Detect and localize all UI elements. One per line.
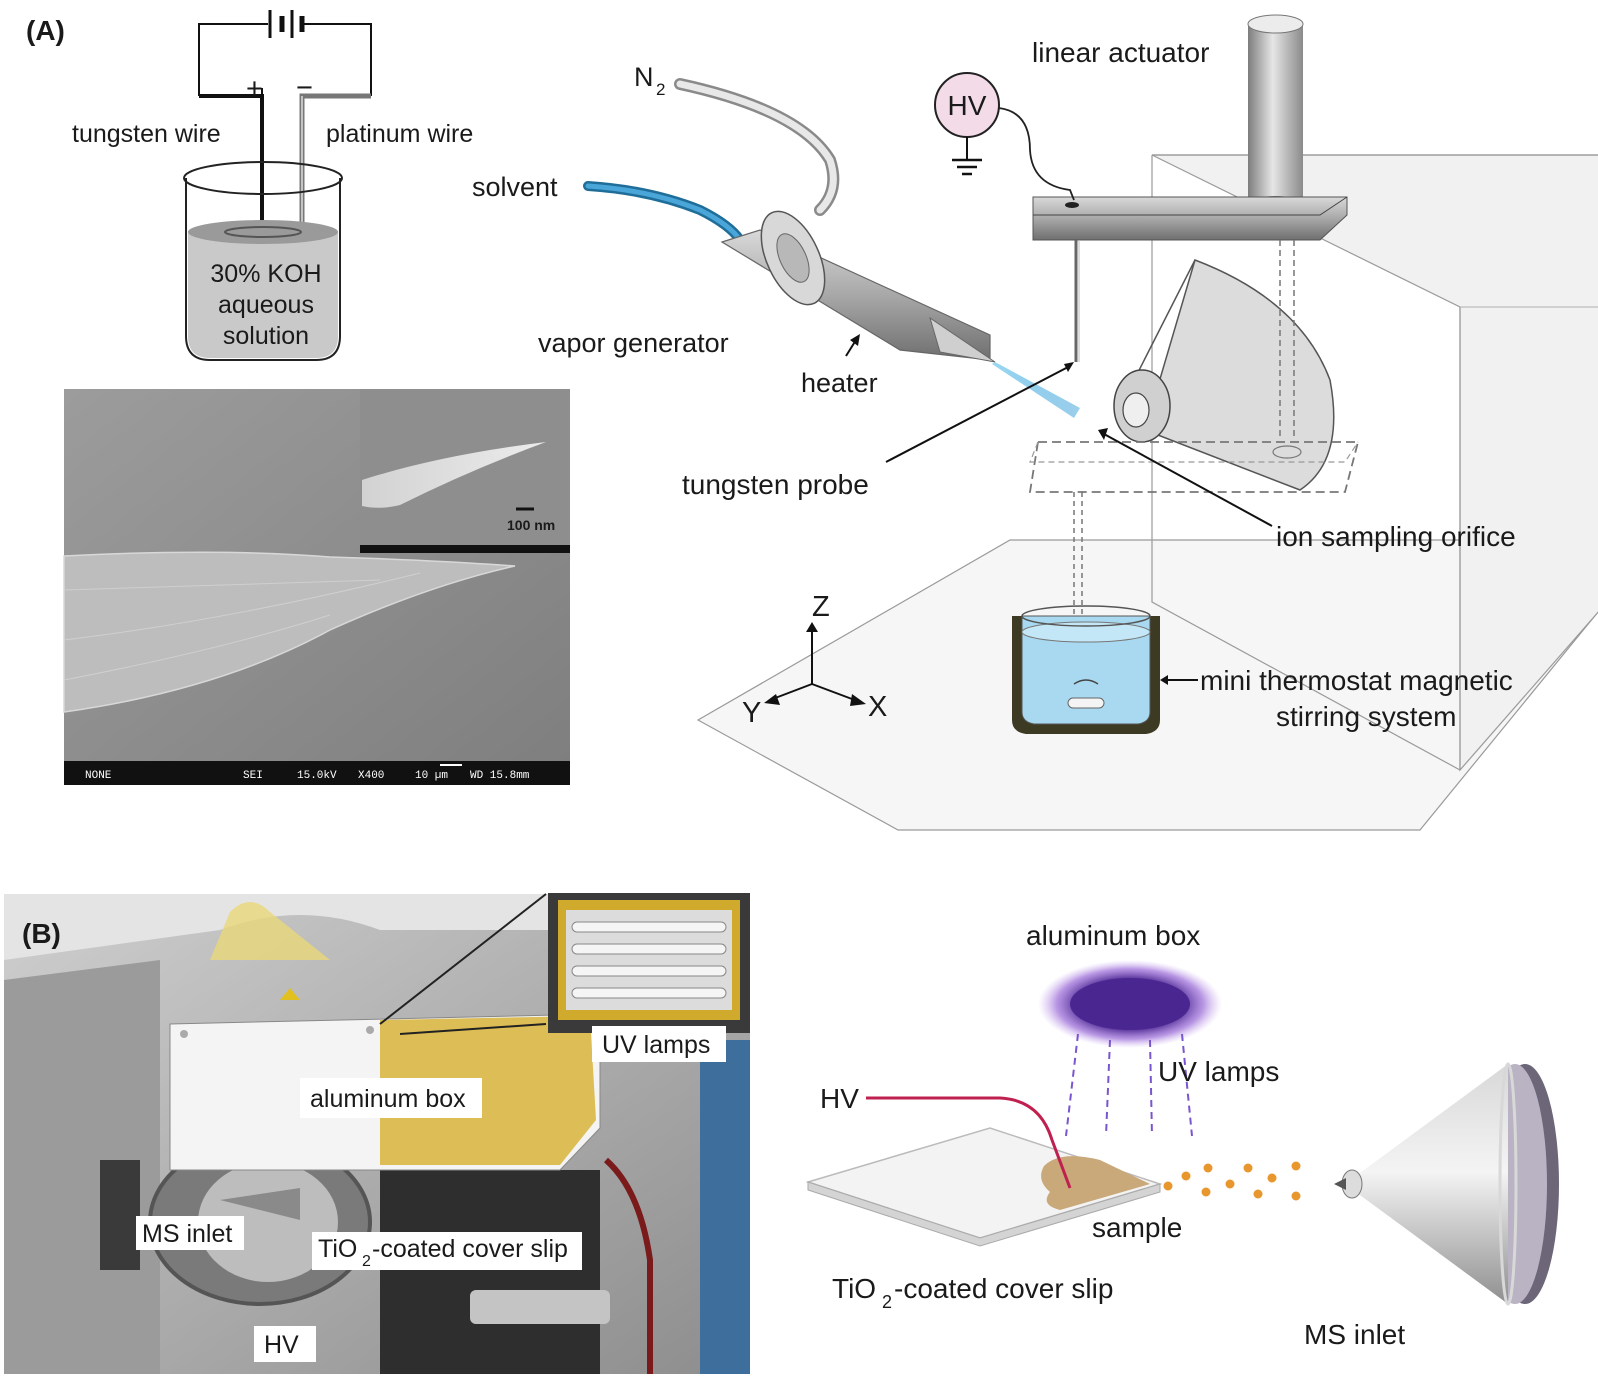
label-solution-line2: aqueous [218, 291, 314, 319]
label-tungsten-wire: tungsten wire [72, 120, 221, 148]
heater-arrow [845, 334, 860, 357]
label-platinum-wire: platinum wire [326, 120, 473, 148]
ms-cone-3d [1028, 240, 1360, 640]
schem-label-aluminum-box: aluminum box [1026, 920, 1200, 951]
photo-label-uv-lamps: UV lamps [602, 1031, 710, 1059]
sem-micrograph [63, 389, 570, 785]
linear-actuator [1032, 14, 1348, 362]
photo-label-aluminum-box: aluminum box [310, 1085, 466, 1113]
photo-label-tio2-suffix: -coated cover slip [372, 1235, 568, 1263]
photo-label-bg-ms [136, 1216, 244, 1250]
label-thermostat-line2: stirring system [1276, 701, 1456, 732]
plus-sign: + [246, 73, 263, 105]
photo-label-tio2-prefix: TiO [318, 1235, 357, 1263]
label-n2: N [634, 62, 654, 92]
panel-b-tag: (B) [22, 918, 61, 949]
axis-x-label: X [868, 691, 887, 723]
sem-inset-scale-label: 100 nm [507, 517, 555, 533]
uv-source-glow [1038, 960, 1222, 1137]
leader-lines [885, 362, 1273, 685]
photo-label-bg-tio2 [312, 1232, 582, 1270]
photo-label-tio2-subscript: 2 [362, 1253, 371, 1270]
minus-sign: − [296, 72, 313, 104]
cover-slip [805, 1096, 1163, 1247]
label-solution-line1: 30% KOH [210, 260, 321, 288]
schem-label-hv: HV [820, 1083, 859, 1114]
photo-label-bg-box [300, 1078, 482, 1118]
schem-label-uv-lamps: UV lamps [1158, 1056, 1279, 1087]
electrolysis-cell [183, 10, 372, 361]
label-hv-source: HV [948, 90, 987, 121]
label-heater: heater [801, 368, 878, 398]
sem-info-voltage: 15.0kV [297, 770, 337, 782]
label-thermostat-line1: mini thermostat magnetic [1200, 665, 1513, 696]
schem-label-tio2-subscript: 2 [882, 1292, 892, 1312]
label-solution-line3: solution [223, 322, 309, 350]
label-solvent: solvent [472, 172, 558, 202]
sem-info-scale: 10 µm [415, 770, 448, 782]
xyz-axes [764, 622, 866, 706]
photo-label-bg-hv [254, 1326, 316, 1362]
ms-inlet-cone [1334, 1062, 1559, 1306]
sem-info-detector: SEI [243, 770, 263, 782]
uv-lamps-inset [548, 893, 750, 1033]
vapor-generator [583, 78, 1080, 418]
sem-info-bar: NONE SEI 15.0kV X400 10 µm WD 15.8mm [85, 764, 530, 782]
label-linear-actuator: linear actuator [1032, 37, 1209, 68]
schem-label-sample: sample [1092, 1212, 1182, 1243]
battery-icon [268, 10, 305, 38]
sem-info-working-distance: WD 15.8mm [470, 770, 530, 782]
sem-inset [360, 389, 570, 553]
label-tungsten-probe: tungsten probe [682, 469, 869, 500]
axis-z-label: Z [812, 591, 830, 623]
schem-label-ms-inlet: MS inlet [1304, 1319, 1405, 1350]
schem-label-tio2-prefix: TiO [832, 1273, 876, 1304]
panel-a-tag: (A) [26, 15, 65, 46]
photo-label-hv: HV [264, 1331, 299, 1359]
label-ion-sampling-orifice: ion sampling orifice [1276, 521, 1516, 552]
label-vapor-generator: vapor generator [538, 328, 729, 358]
label-n2-subscript: 2 [656, 80, 665, 99]
ion-droplets [1163, 1161, 1301, 1201]
schem-label-tio2-suffix: -coated cover slip [894, 1273, 1113, 1304]
axis-y-label: Y [742, 697, 761, 729]
hv-source [934, 72, 1075, 201]
sem-info-mode: NONE [85, 770, 112, 782]
thermostat-beaker [1012, 605, 1160, 734]
photo-label-ms-inlet: MS inlet [142, 1220, 232, 1248]
photo-label-bg-uv [592, 1026, 726, 1062]
sem-info-magnification: X400 [358, 770, 384, 782]
